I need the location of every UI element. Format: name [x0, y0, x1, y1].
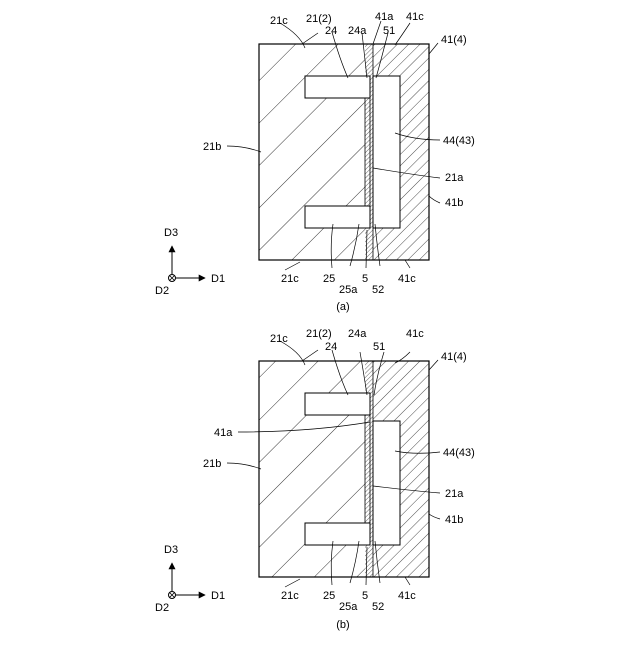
axis-d1-label-b: D1: [211, 590, 225, 602]
label-21-2: 21(2): [306, 13, 332, 25]
label-21c-top-b: 21c: [270, 333, 288, 345]
label-41a-b: 41a: [214, 427, 233, 439]
axis-d2-label-b: D2: [155, 602, 169, 614]
protrusion-25-b: [305, 523, 370, 545]
label-21b-b: 21b: [203, 458, 221, 470]
label-21c-bottom-b: 21c: [281, 590, 299, 602]
label-41c-bottom-b: 41c: [398, 590, 416, 602]
label-44-43-b: 44(43): [443, 447, 475, 459]
protrusion-24: [305, 76, 370, 98]
protrusion-25: [305, 206, 370, 228]
label-41b-b: 41b: [445, 514, 463, 526]
label-5: 5: [362, 273, 368, 285]
axis-indicator-a: D3 D1 D2: [155, 227, 225, 297]
label-21a-b: 21a: [445, 488, 464, 500]
label-41c-top-b: 41c: [406, 328, 424, 340]
figure-a: 21c 21(2) 24 24a 41a 51 41c 41(4) 44(43)…: [155, 11, 475, 313]
axis-d3-label: D3: [164, 227, 178, 239]
label-21c-top: 21c: [270, 15, 288, 27]
label-41-4: 41(4): [441, 34, 467, 46]
axis-d2-label: D2: [155, 285, 169, 297]
caption-a: (a): [336, 301, 349, 313]
label-25-b: 25: [323, 590, 335, 602]
label-51-b: 51: [373, 341, 385, 353]
label-21-2-b: 21(2): [306, 328, 332, 340]
label-44-43: 44(43): [443, 135, 475, 147]
label-5-b: 5: [362, 590, 368, 602]
label-24: 24: [325, 25, 337, 37]
label-41-4-b: 41(4): [441, 351, 467, 363]
label-25a: 25a: [339, 284, 358, 296]
axis-d1-label: D1: [211, 273, 225, 285]
label-21c-bottom: 21c: [281, 273, 299, 285]
label-24a-b: 24a: [348, 328, 367, 340]
label-41b: 41b: [445, 197, 463, 209]
figure-b: 21c 21(2) 24 24a 51 41c 41(4) 41a 44(43)…: [155, 328, 475, 631]
label-51: 51: [383, 25, 395, 37]
label-52-b: 52: [372, 601, 384, 613]
label-41c-bottom: 41c: [398, 273, 416, 285]
protrusion-24-b: [305, 393, 370, 415]
label-21b: 21b: [203, 141, 221, 153]
label-24a: 24a: [348, 25, 367, 37]
cavity-44-b: [373, 421, 400, 545]
axis-indicator-b: D3 D1 D2: [155, 544, 225, 614]
label-25a-b: 25a: [339, 601, 358, 613]
cavity-44: [373, 76, 400, 228]
label-52: 52: [372, 284, 384, 296]
label-41a: 41a: [375, 11, 394, 23]
label-25: 25: [323, 273, 335, 285]
axis-d3-label-b: D3: [164, 544, 178, 556]
label-21a: 21a: [445, 172, 464, 184]
caption-b: (b): [336, 619, 349, 631]
label-24-b: 24: [325, 341, 337, 353]
label-41c-top: 41c: [406, 11, 424, 23]
